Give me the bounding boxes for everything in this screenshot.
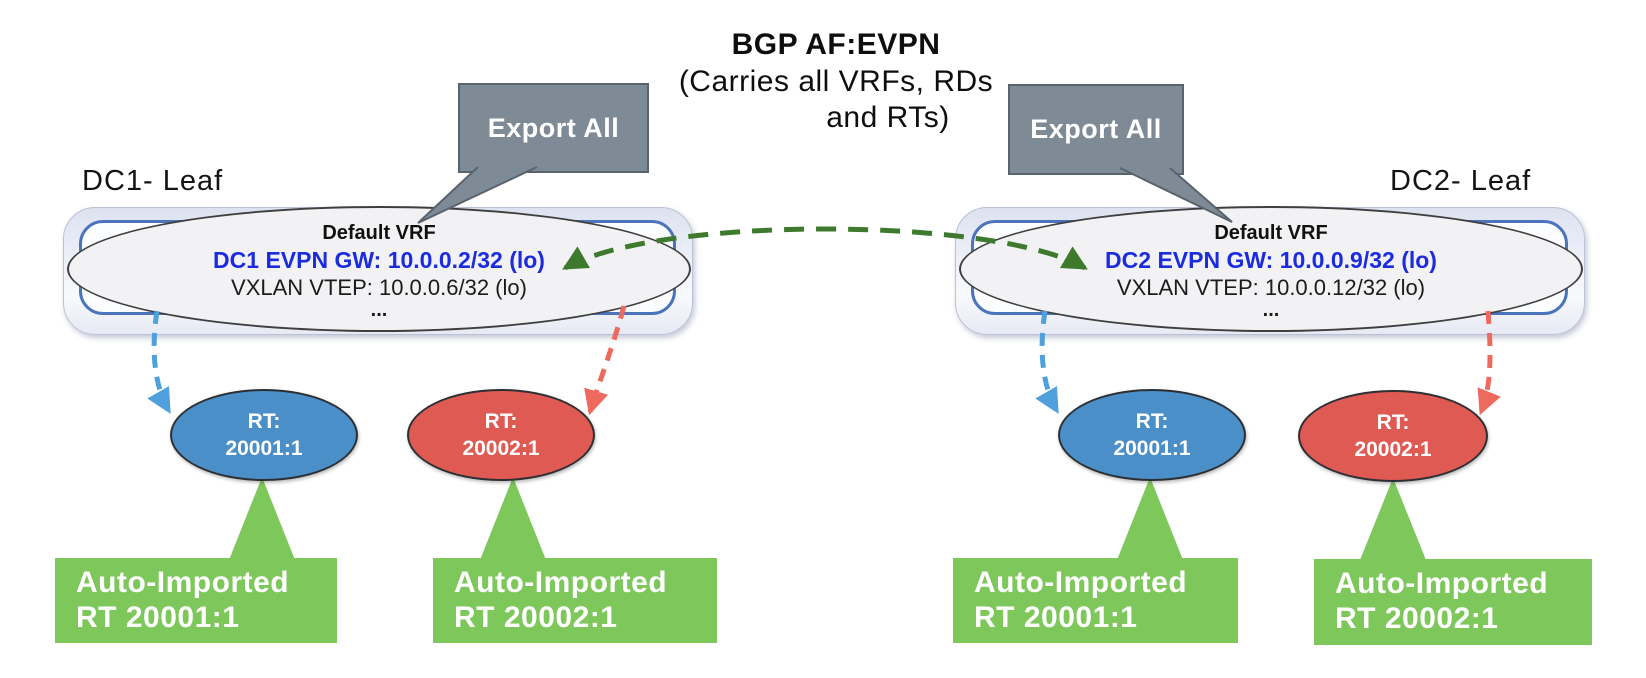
dc1-auto-import-blue-line1: Auto-Imported (76, 566, 290, 599)
dc2-rt-blue-label: RT: (1135, 410, 1169, 433)
diagram-title-block: BGP AF:EVPN (Carries all VRFs, RDs and R… (626, 26, 1046, 136)
dc2-export-all-callout: Export All (1008, 84, 1184, 175)
dc1-auto-import-red-box: Auto-Imported RT 20002:1 (433, 558, 717, 643)
dc1-evpn-gateway-text: DC1 EVPN GW: 10.0.0.2/32 (lo) (213, 247, 545, 273)
dc2-import-red-pointer (1360, 478, 1426, 560)
dc1-rt-blue-label: RT: (247, 410, 281, 433)
dc1-rt-red-label: RT: (484, 410, 518, 433)
dc2-vrf-title: Default VRF (1214, 222, 1328, 244)
dc2-rt-red-ellipse: RT: 20002:1 (1298, 390, 1488, 482)
dc2-auto-import-red-line2: RT 20002:1 (1335, 602, 1499, 635)
dc1-rt-red-ellipse: RT: 20002:1 (407, 389, 595, 481)
dc1-export-all-label: Export All (487, 112, 620, 143)
dc2-rt-blue-value: 20001:1 (1113, 437, 1191, 460)
dc1-rt-blue-ellipse: RT: 20001:1 (170, 389, 358, 481)
dc2-auto-import-blue-line1: Auto-Imported (974, 566, 1188, 599)
title-subtitle-line1: (Carries all VRFs, RDs (678, 65, 994, 98)
dc2-export-all-label: Export All (1030, 114, 1162, 144)
dc2-import-blue-pointer (1117, 477, 1183, 560)
dc1-auto-import-red-line2: RT 20002:1 (454, 601, 618, 634)
dc2-auto-import-blue-box: Auto-Imported RT 20001:1 (953, 558, 1238, 643)
dc1-export-all-callout: Export All (458, 83, 649, 173)
dc2-ellipsis-text: ... (1262, 299, 1280, 321)
dc1-auto-import-blue-box: Auto-Imported RT 20001:1 (55, 558, 337, 643)
dc1-import-red-pointer (480, 477, 546, 560)
dc2-evpn-gateway-text: DC2 EVPN GW: 10.0.0.9/32 (lo) (1105, 247, 1437, 273)
dc1-rt-blue-value: 20001:1 (225, 437, 303, 460)
dc1-auto-import-blue-line2: RT 20001:1 (76, 601, 240, 634)
dc1-vxlan-vtep-text: VXLAN VTEP: 10.0.0.6/32 (lo) (231, 275, 527, 300)
dc2-rt-blue-ellipse: RT: 20001:1 (1058, 389, 1246, 481)
title-heading: BGP AF:EVPN (731, 28, 941, 61)
dc1-leaf-label: DC1- Leaf (82, 165, 224, 197)
dc1-vrf-title: Default VRF (322, 222, 436, 244)
dc2-rt-red-value: 20002:1 (1354, 438, 1432, 461)
dc1-auto-import-red-line1: Auto-Imported (454, 566, 668, 599)
dc2-vxlan-vtep-text: VXLAN VTEP: 10.0.0.12/32 (lo) (1116, 275, 1426, 300)
dc2-leaf-label: DC2- Leaf (1390, 165, 1532, 197)
dc2-auto-import-blue-line2: RT 20001:1 (974, 601, 1138, 634)
dc1-import-blue-pointer (229, 477, 295, 560)
dc1-rt-red-value: 20002:1 (462, 437, 540, 460)
title-subtitle-line2: and RTs) (826, 101, 950, 134)
dc1-ellipsis-text: ... (370, 299, 388, 321)
dc2-auto-import-red-box: Auto-Imported RT 20002:1 (1314, 559, 1592, 645)
dc2-rt-red-label: RT: (1376, 411, 1410, 434)
dc2-auto-import-red-line1: Auto-Imported (1335, 567, 1549, 600)
